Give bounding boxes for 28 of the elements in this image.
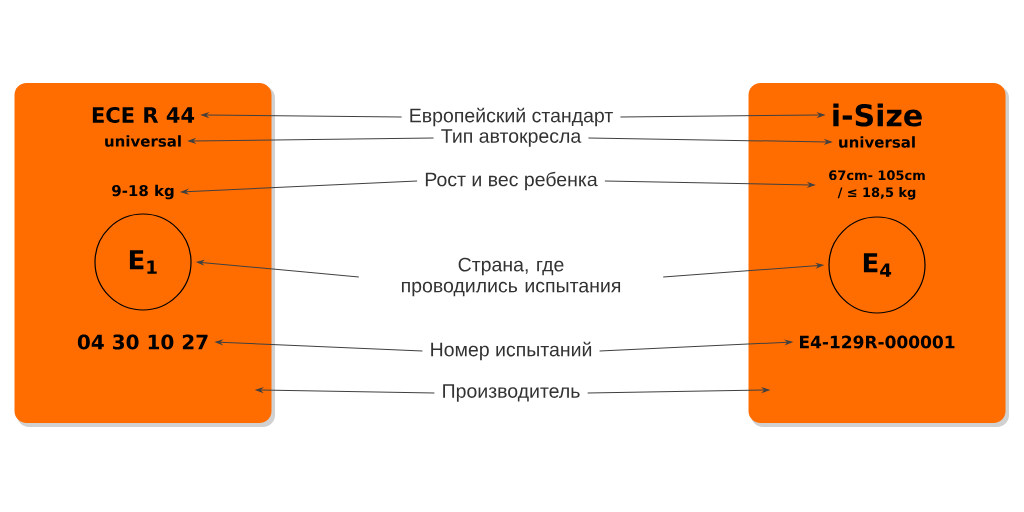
explanation-text: Производитель: [443, 384, 580, 402]
arrow: [619, 112, 825, 118]
standard-title: i-Size: [833, 103, 922, 127]
arrow: [255, 387, 435, 394]
approval-number: 04 30 10 27: [77, 334, 208, 350]
arrow: [587, 137, 832, 145]
arrow: [599, 339, 793, 352]
arrow: [604, 180, 815, 188]
arrow: [201, 112, 403, 118]
seat-type-text: universal: [105, 135, 181, 147]
approval-number: E4-129R-000001: [800, 335, 955, 349]
standard-title: ECE R 44: [92, 107, 195, 123]
arrow: [196, 260, 360, 278]
explanation-text: Рост и вес ребенка: [425, 171, 598, 191]
arrow: [587, 387, 770, 394]
explanation-text: Номер испытаний: [431, 341, 592, 361]
arrow: [662, 263, 824, 278]
seat-type-text: universal: [839, 136, 915, 148]
explanation-text: Страна, где проводились испытания: [402, 257, 621, 297]
explanation-text: Тип автокресла: [441, 129, 582, 147]
size-weight-text: 67cm- 105cm / ≤ 18,5 kg: [829, 170, 925, 200]
label-card: [14, 83, 275, 427]
arrow: [188, 137, 435, 144]
explanation-text: Европейский стандарт: [410, 107, 613, 127]
weight-text: 9-18 kg: [112, 184, 174, 200]
arrow: [181, 180, 418, 195]
label-card: [748, 83, 1009, 427]
arrow: [215, 339, 423, 352]
